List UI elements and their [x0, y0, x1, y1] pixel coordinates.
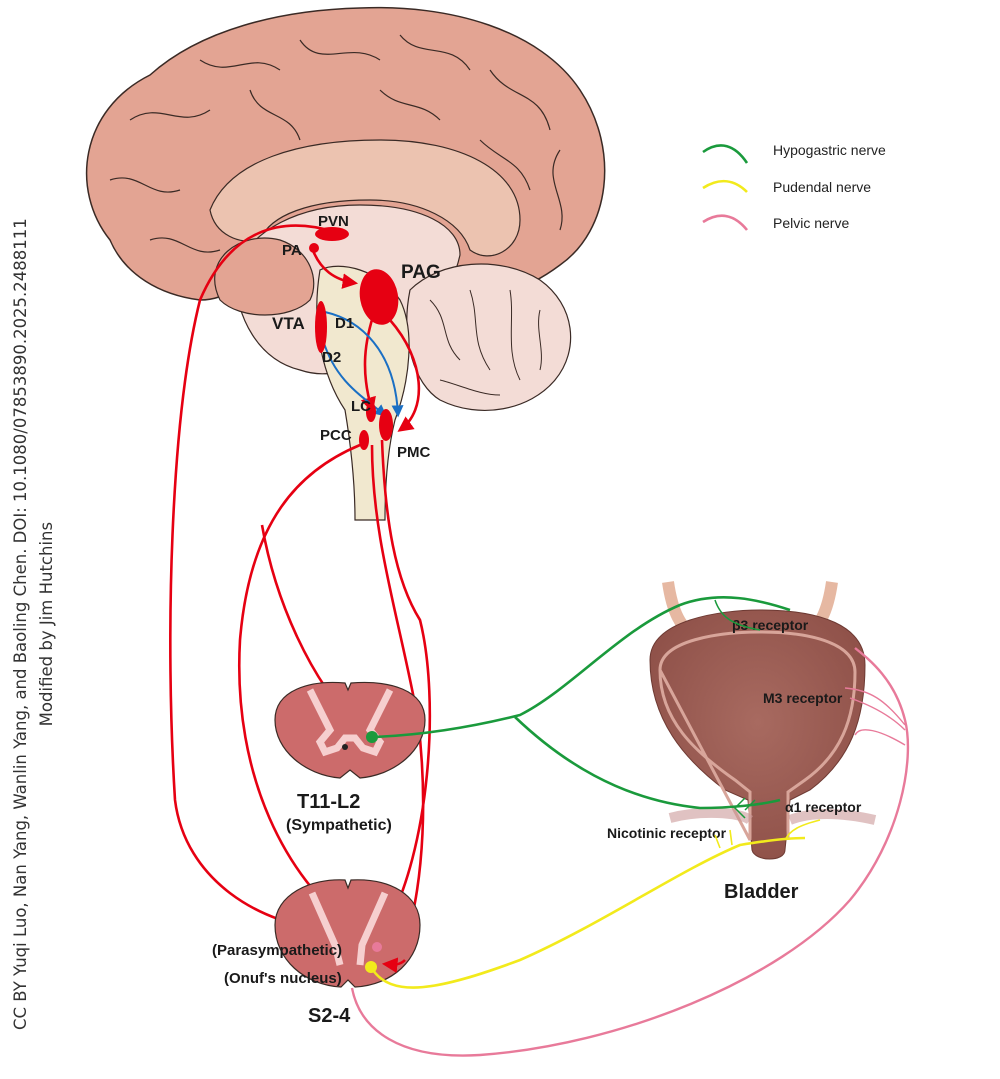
pcc-to-s24-pathway [237, 443, 361, 927]
pcc-nucleus [359, 430, 369, 450]
legend-item-hypogastric: Hypogastric nerve [702, 142, 886, 164]
legend-swatch-pelvic [702, 214, 749, 231]
d2-pathway [322, 339, 387, 417]
label-s2-4: S2-4 [308, 1005, 351, 1027]
t11-cross-section [274, 681, 426, 779]
temporal-lobe [214, 237, 315, 316]
label-m3: M3 receptor [763, 690, 843, 706]
label-d2: D2 [322, 349, 341, 366]
nuclei-labels: PVN PA PAG VTA D1 D2 LC PCC PMC [272, 213, 441, 461]
bladder: β3 receptor M3 receptor α1 receptor Nico… [607, 581, 877, 903]
legend-swatch-pudendal [702, 179, 748, 193]
label-pag: PAG [401, 262, 441, 283]
d1-pathway [324, 311, 404, 418]
label-bladder: Bladder [724, 881, 799, 903]
label-pmc: PMC [397, 444, 431, 461]
legend-label-hypogastric: Hypogastric nerve [773, 142, 886, 158]
brain-nuclei [309, 227, 399, 450]
pelvic-main [350, 647, 910, 1057]
label-onuf: (Onuf's nucleus) [224, 970, 342, 987]
pvn-to-s24-pathway [169, 224, 336, 937]
legend-label-pudendal: Pudendal nerve [773, 179, 871, 195]
lc-nucleus [366, 402, 376, 422]
t11-central-canal [342, 744, 348, 750]
label-vta: VTA [272, 314, 305, 333]
pmc-to-s24-pathway [380, 439, 432, 933]
credit-line-2: Modified by Jim Hutchins [37, 521, 56, 727]
pudendal-branches [714, 819, 821, 849]
s24-arrowheads [381, 957, 406, 974]
label-alpha1: α1 receptor [785, 799, 862, 815]
hypogastric-nerve [371, 596, 791, 819]
hypogastric-alpha1-branch [733, 797, 756, 819]
spinal-segment-t11-l2: T11-L2 (Sympathetic) [274, 681, 426, 834]
label-sympathetic: (Sympathetic) [286, 817, 392, 834]
brainstem [316, 265, 410, 521]
corpus-callosum [209, 139, 521, 257]
legend-label-pelvic: Pelvic nerve [773, 215, 849, 231]
hypogastric-beta3-branch [714, 599, 761, 631]
arrow-into-onuf [381, 957, 406, 974]
label-pcc: PCC [320, 427, 352, 444]
legend-item-pelvic: Pelvic nerve [702, 214, 849, 231]
legend-item-pudendal: Pudendal nerve [702, 179, 871, 195]
s24-parasympathetic-node [372, 942, 382, 952]
pa-to-pag-pathway [310, 247, 359, 289]
label-nicotinic: Nicotinic receptor [607, 825, 727, 841]
pudendal-main [369, 836, 806, 989]
label-pvn: PVN [318, 213, 349, 230]
label-parasympathetic: (Parasympathetic) [212, 942, 342, 959]
cerebellum-folia [429, 289, 542, 396]
hypogastric-to-beta3 [371, 596, 791, 739]
legend: Hypogastric nerve Pudendal nerve Pelvic … [702, 142, 886, 231]
pmc-nucleus [379, 409, 393, 441]
pag-nucleus [359, 269, 399, 325]
label-t11-l2: T11-L2 [297, 791, 360, 813]
label-d1: D1 [335, 315, 354, 332]
pag-to-pmc-pathway [389, 319, 421, 432]
label-pa: PA [282, 242, 302, 259]
s24-gray-matter [308, 891, 389, 966]
vta-nucleus [315, 301, 327, 353]
dopamine-pathways [322, 311, 404, 418]
cerebellum [406, 263, 572, 411]
pa-nucleus [309, 243, 319, 253]
bladder-neck [668, 807, 877, 825]
label-beta3: β3 receptor [732, 617, 809, 633]
t11-gray-matter [306, 688, 394, 757]
pudendal-nerve [369, 819, 821, 989]
bladder-mucosa [658, 630, 857, 841]
brain [85, 6, 606, 521]
pelvic-m3-branches [844, 687, 906, 746]
pvn-nucleus [315, 227, 349, 241]
label-lc: LC [351, 398, 371, 415]
credit-line-1: CC BY Yuqi Luo, Nan Yang, Wanlin Yang, a… [11, 218, 30, 1030]
attribution-credit: CC BY Yuqi Luo, Nan Yang, Wanlin Yang, a… [8, 218, 60, 1030]
hypogastric-to-alpha1 [514, 716, 781, 810]
pelvic-nerve [350, 647, 910, 1057]
gyri-lines [109, 34, 563, 253]
legend-swatch-hypogastric [702, 144, 749, 164]
bladder-wall [649, 609, 866, 860]
